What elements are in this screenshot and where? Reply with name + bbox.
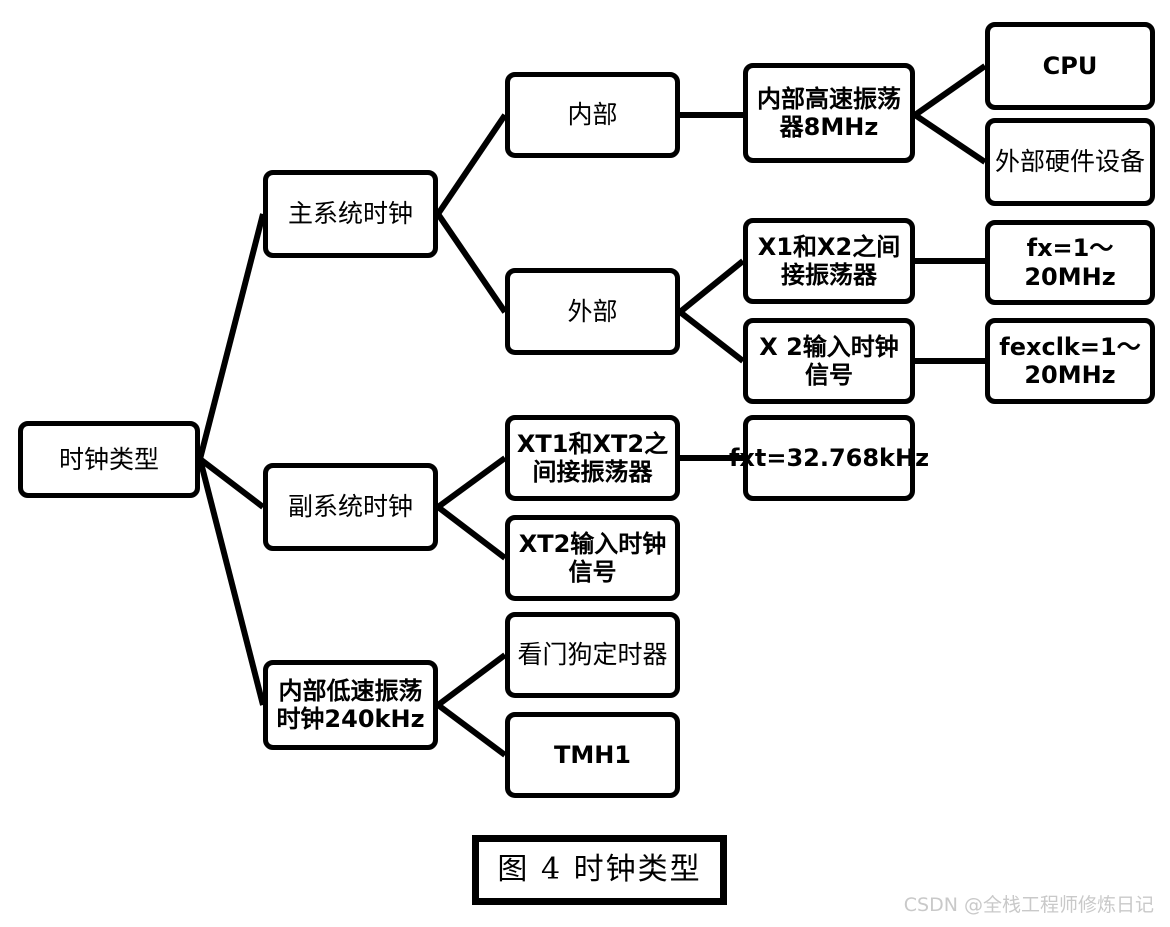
node-internal-high-speed-osc-label: 内部高速振荡 器8MHz — [757, 85, 901, 142]
edge-hsosc-cpu — [913, 63, 987, 118]
line-2: 20MHz — [1024, 361, 1116, 389]
node-xt1xt2-osc[interactable]: XT1和XT2之 间接振荡器 — [505, 415, 680, 501]
node-external-hardware-label: 外部硬件设备 — [994, 147, 1145, 177]
node-x1x2-osc[interactable]: X1和X2之间 接振荡器 — [743, 218, 915, 304]
figure-caption-label: 图 4 时钟类型 — [497, 852, 702, 888]
line-2: 接振荡器 — [781, 261, 877, 289]
edge-hsosc-exthw — [913, 112, 987, 165]
node-internal-high-speed-osc[interactable]: 内部高速振荡 器8MHz — [743, 63, 915, 163]
line-1: XT1和XT2之 — [516, 429, 669, 458]
watermark: CSDN @全栈工程师修炼日记 — [903, 894, 1154, 916]
line-1: X 2输入时钟 — [759, 332, 899, 361]
node-main-system-clock[interactable]: 主系统时钟 — [263, 170, 438, 258]
edge-external-x2in — [678, 309, 745, 364]
node-internal[interactable]: 内部 — [505, 72, 680, 158]
node-tmh1-label: TMH1 — [553, 740, 632, 769]
node-internal-low-speed-osc[interactable]: 内部低速振荡 时钟240kHz — [263, 660, 438, 750]
node-external-label: 外部 — [567, 296, 618, 326]
node-root-label: 时钟类型 — [58, 444, 159, 474]
line-2: 信号 — [805, 361, 853, 389]
figure-caption: 图 4 时钟类型 — [472, 835, 727, 905]
node-fxt-value-label: fxt=32.768kHz — [728, 443, 930, 472]
node-xt2-clock-input-label: XT2输入时钟 信号 — [519, 530, 667, 587]
node-x2-clock-input[interactable]: X 2输入时钟 信号 — [743, 318, 915, 404]
node-fexclk-value-label: fexclk=1～ 20MHz — [999, 333, 1140, 390]
node-fexclk-value[interactable]: fexclk=1～ 20MHz — [985, 318, 1155, 404]
node-tmh1[interactable]: TMH1 — [505, 712, 680, 798]
node-root[interactable]: 时钟类型 — [18, 421, 200, 498]
node-fx-value[interactable]: fx=1～20MHz — [985, 220, 1155, 305]
node-internal-low-speed-osc-label: 内部低速振荡 时钟240kHz — [276, 677, 424, 734]
line-2: 器8MHz — [779, 113, 879, 141]
edge-root-sub — [198, 456, 265, 510]
node-external[interactable]: 外部 — [505, 268, 680, 355]
line-2: 间接振荡器 — [532, 458, 653, 486]
edge-lowspeed-tmh1 — [436, 702, 507, 758]
node-fx-value-label: fx=1～20MHz — [1024, 234, 1116, 291]
line-1: X1和X2之间 — [757, 232, 901, 261]
node-cpu[interactable]: CPU — [985, 22, 1155, 110]
node-xt1xt2-osc-label: XT1和XT2之 间接振荡器 — [517, 430, 668, 487]
edge-sub-xt1xt2 — [436, 455, 507, 510]
edge-main-internal — [435, 113, 508, 216]
node-fxt-value[interactable]: fxt=32.768kHz — [729, 415, 929, 501]
edge-main-external — [435, 212, 508, 314]
edge-sub-xt2in — [436, 504, 507, 561]
node-watchdog-timer[interactable]: 看门狗定时器 — [505, 612, 680, 698]
line-1: 内部高速振荡 — [757, 84, 901, 113]
node-main-system-clock-label: 主系统时钟 — [287, 199, 413, 229]
line-2: 信号 — [568, 558, 617, 586]
node-x1x2-osc-label: X1和X2之间 接振荡器 — [758, 233, 900, 290]
edge-root-lowspeed — [197, 458, 266, 706]
node-external-hardware[interactable]: 外部硬件设备 — [985, 118, 1155, 206]
node-watchdog-timer-label: 看门狗定时器 — [517, 640, 668, 670]
edge-root-main — [197, 213, 266, 460]
edge-lowspeed-watchdog — [436, 652, 507, 708]
node-sub-system-clock[interactable]: 副系统时钟 — [263, 463, 438, 551]
node-sub-system-clock-label: 副系统时钟 — [287, 492, 413, 522]
node-internal-label: 内部 — [567, 100, 618, 130]
line-1: 内部低速振荡 — [278, 676, 423, 705]
line-1: XT2输入时钟 — [518, 529, 667, 558]
node-xt2-clock-input[interactable]: XT2输入时钟 信号 — [505, 515, 680, 601]
edge-external-x1x2 — [678, 258, 745, 315]
node-cpu-label: CPU — [1042, 51, 1098, 80]
line-2: 时钟240kHz — [276, 705, 425, 733]
node-x2-clock-input-label: X 2输入时钟 信号 — [759, 333, 899, 390]
line-1: fexclk=1～ — [999, 332, 1141, 361]
